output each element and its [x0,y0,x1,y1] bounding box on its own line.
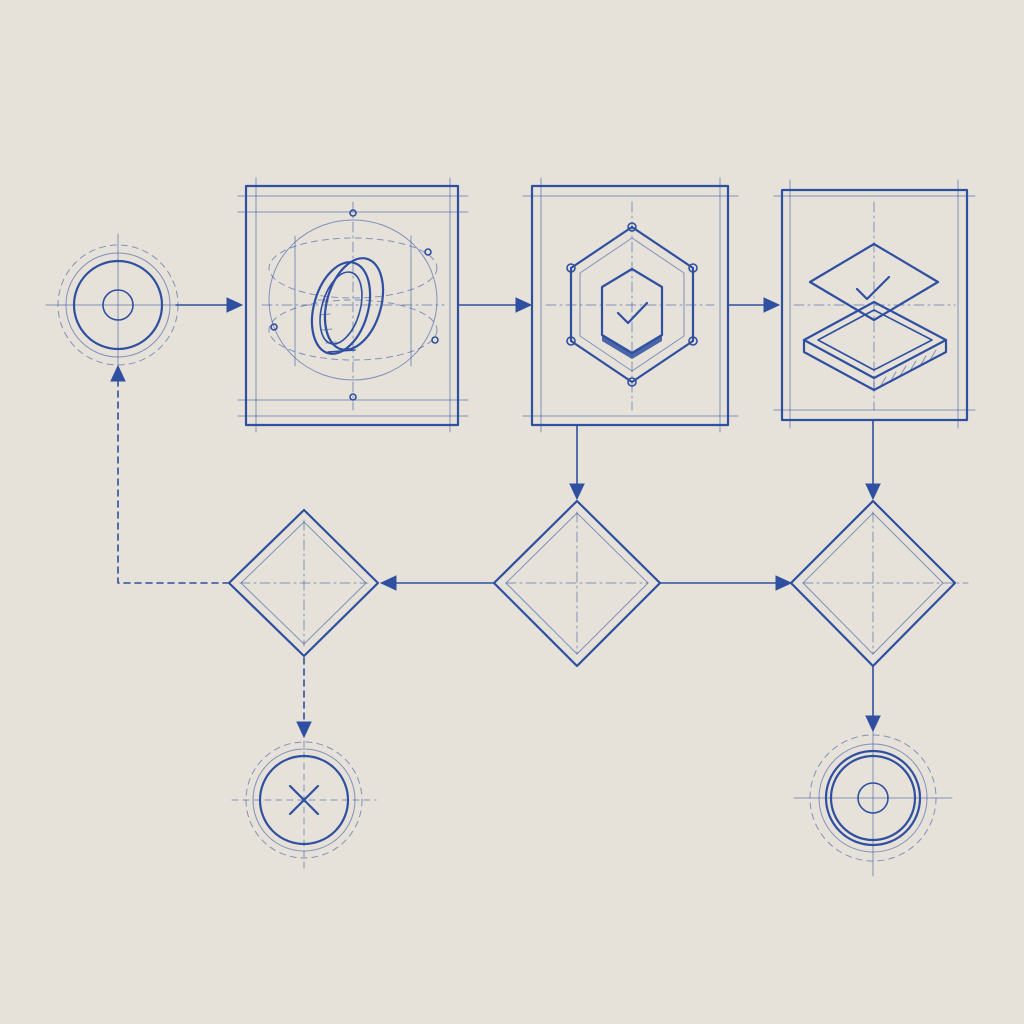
edge-verify-to-gate-middle [569,425,585,501]
layer-check-icon [802,242,948,392]
arrowhead [865,483,881,501]
edge-coin-to-verify [458,297,533,313]
arrowhead [775,575,793,591]
end-event-fail [231,729,377,871]
decision-gate-right [789,499,969,668]
edge-gate-middle-to-gate-left [379,575,495,591]
coin-icon [268,209,439,401]
x-icon [288,784,320,816]
hexagon-check-icon [566,222,698,387]
arrowhead [515,297,533,313]
arrowhead [569,483,585,501]
edge-gate-middle-to-gate-right [659,575,793,591]
decision-gate-middle [492,499,662,668]
edge-verify-to-approve [727,297,781,313]
edge-approve-to-gate-right [865,419,881,501]
task-coin [237,177,469,433]
end-event-success [793,719,953,877]
decision-gate-left [227,508,380,658]
arrowhead [763,297,781,313]
start-event [45,233,191,377]
task-approve [773,179,976,429]
arrowhead [226,297,244,313]
arrowhead [379,575,397,591]
task-verify [522,177,739,433]
